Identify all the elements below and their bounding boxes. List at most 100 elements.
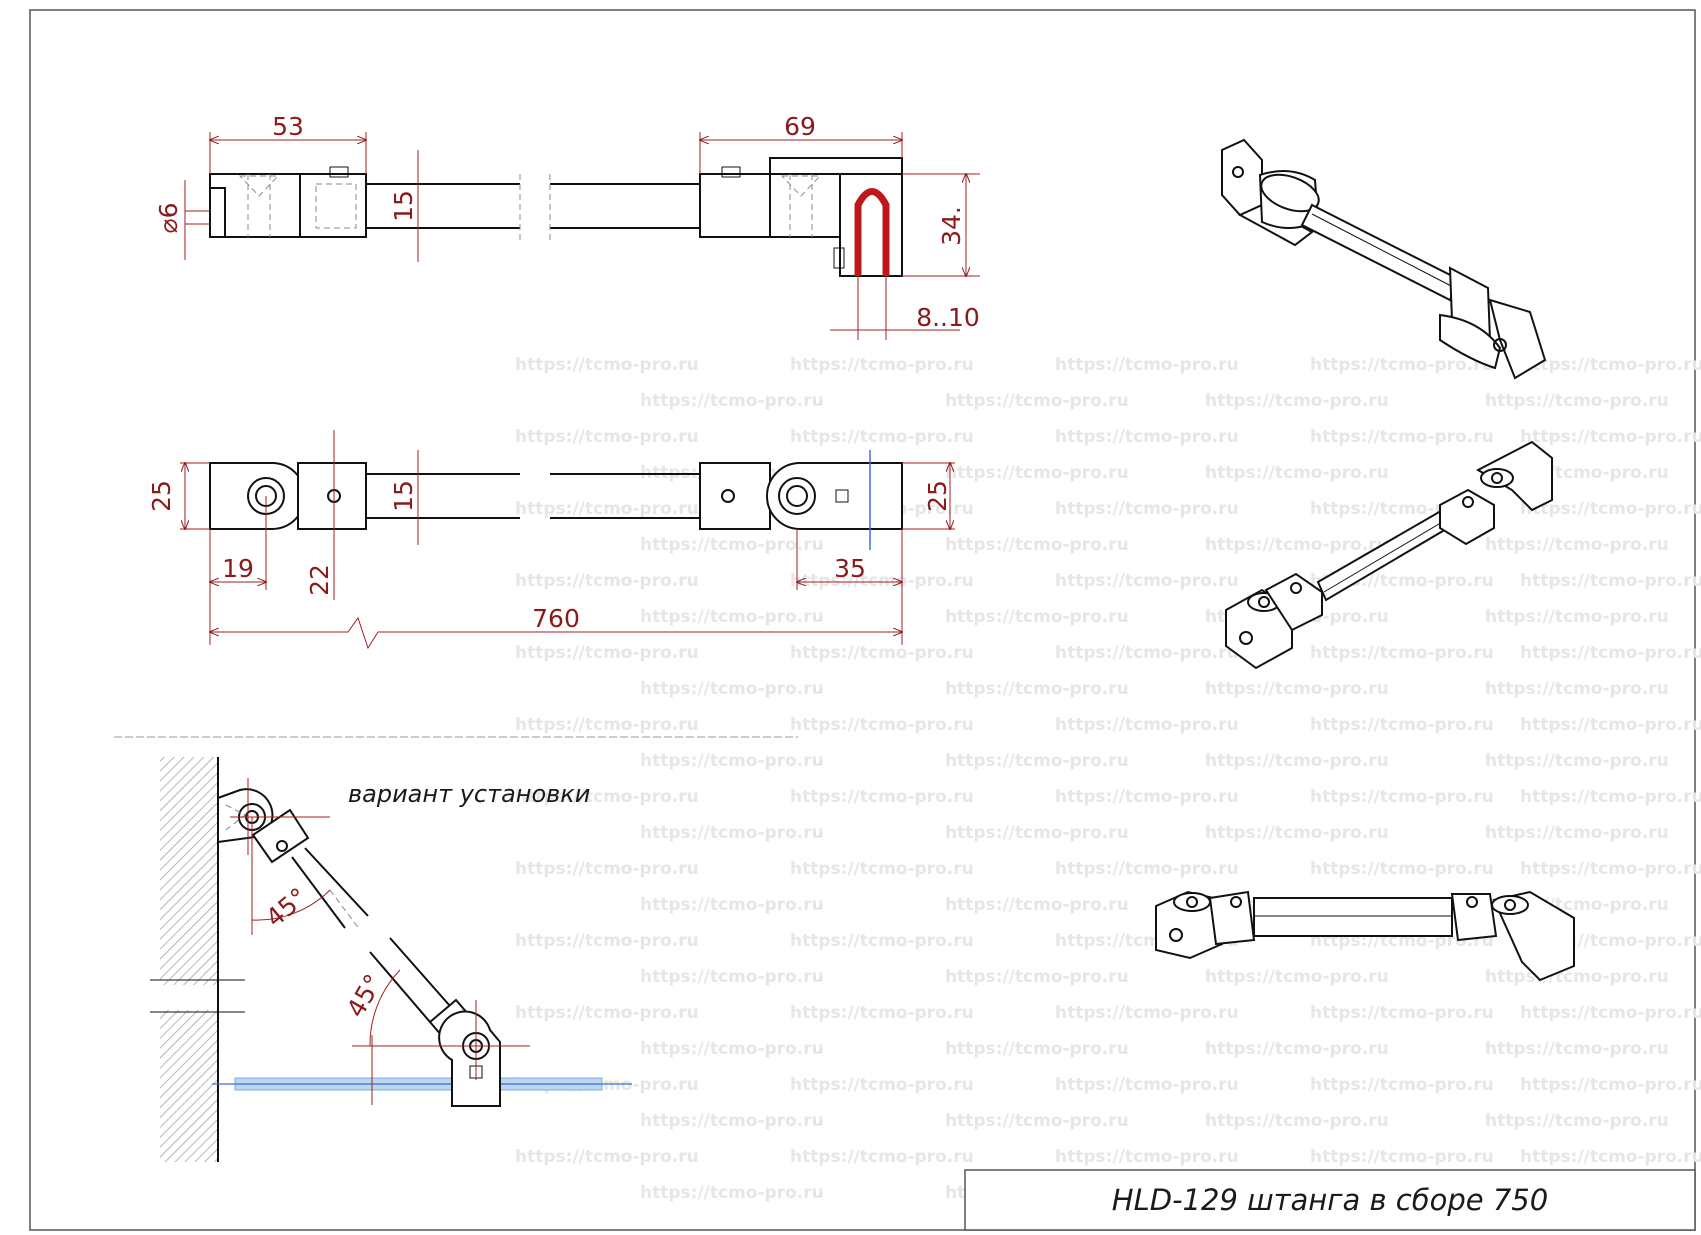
dim-25-left: 25 — [147, 480, 176, 512]
watermark-text: https://tcmo-pro.ru — [1520, 571, 1701, 591]
watermark-text: https://tcmo-pro.ru — [1520, 427, 1701, 447]
watermark-text: https://tcmo-pro.ru — [640, 895, 824, 915]
watermark-text: https://tcmo-pro.ru — [945, 679, 1129, 699]
sheet-border — [29, 9, 1696, 1231]
watermark-text: https://tcmo-pro.ru — [1485, 967, 1669, 987]
watermark-text: https://tcmo-pro.ru — [1520, 499, 1701, 519]
watermark-text: https://tcmo-pro.ru — [515, 427, 699, 447]
watermark-text: https://tcmo-pro.ru — [1310, 1003, 1494, 1023]
dim-25-right: 25 — [923, 480, 952, 512]
isometric-view-2 — [1225, 440, 1553, 670]
title-block: HLD-129 штанга в сборе 750 — [964, 1169, 1696, 1231]
watermark-text: https://tcmo-pro.ru — [640, 1039, 824, 1059]
watermark-text: https://tcmo-pro.ru — [945, 823, 1129, 843]
watermark-text: https://tcmo-pro.ru — [790, 643, 974, 663]
watermark-text: https://tcmo-pro.ru — [640, 823, 824, 843]
watermark-text: https://tcmo-pro.ru — [1310, 859, 1494, 879]
watermark-text: https://tcmo-pro.ru — [1205, 391, 1389, 411]
watermark-text: https://tcmo-pro.ru — [1055, 571, 1239, 591]
watermark-text: https://tcmo-pro.ru — [1485, 1111, 1669, 1131]
watermark-text: https://tcmo-pro.ru — [1310, 355, 1494, 375]
watermark-text: https://tcmo-pro.ru — [790, 715, 974, 735]
watermark-text: https://tcmo-pro.ru — [1055, 859, 1239, 879]
dim-69: 69 — [784, 112, 816, 141]
watermark-text: https://tcmo-pro.ru — [1310, 1075, 1494, 1095]
watermark-text: https://tcmo-pro.ru — [1485, 1039, 1669, 1059]
dim-34: 34. — [937, 206, 966, 246]
watermark-text: https://tcmo-pro.ru — [1310, 715, 1494, 735]
top-view: 53 69 ⌀6 15 34. 8..10 — [154, 112, 980, 340]
dim-8-10: 8..10 — [916, 303, 980, 332]
watermark-text: https://tcmo-pro.ru — [515, 1003, 699, 1023]
watermark-text: https://tcmo-pro.ru — [790, 1075, 974, 1095]
angle-upper: 45° — [260, 882, 313, 933]
watermark-text: https://tcmo-pro.ru — [790, 787, 974, 807]
watermark-text: https://tcmo-pro.ru — [1520, 355, 1701, 375]
watermark-text: https://tcmo-pro.ru — [1520, 643, 1701, 663]
watermark-text: https://tcmo-pro.ru — [1485, 679, 1669, 699]
watermark-text: https://tcmo-pro.ru — [515, 787, 699, 807]
dim-15-top: 15 — [389, 190, 418, 222]
watermark-text: https://tcmo-pro.ru — [515, 715, 699, 735]
watermark-text: https://tcmo-pro.ru — [1520, 1075, 1701, 1095]
watermark-text: https://tcmo-pro.ru — [1055, 787, 1239, 807]
watermark-text: https://tcmo-pro.ru — [790, 355, 974, 375]
watermark-text: https://tcmo-pro.ru — [1055, 1003, 1239, 1023]
watermark-text: https://tcmo-pro.ru — [515, 931, 699, 951]
dim-phi6: ⌀6 — [154, 203, 183, 234]
watermark-text: https://tcmo-pro.ru — [640, 967, 824, 987]
watermark-text: https://tcmo-pro.ru — [790, 931, 974, 951]
installation-variant: вариант установки — [150, 757, 632, 1162]
watermark-text: https://tcmo-pro.ru — [640, 607, 824, 627]
install-label: вариант установки — [348, 780, 590, 808]
watermark-text: https://tcmo-pro.ru — [945, 895, 1129, 915]
watermark-text: https://tcmo-pro.ru — [1520, 1003, 1701, 1023]
watermark-text: https://tcmo-pro.ru — [1310, 787, 1494, 807]
watermark-text: https://tcmo-pro.ru — [1205, 823, 1389, 843]
watermark-text: https://tcmo-pro.ru — [1205, 463, 1389, 483]
watermark-text: https://tcmo-pro.ru — [1055, 1147, 1239, 1167]
watermark-text: https://tcmo-pro.ru — [640, 535, 824, 555]
watermark-text: https://tcmo-pro.ru — [945, 1111, 1129, 1131]
watermark-text: https://tcmo-pro.ru — [1205, 1039, 1389, 1059]
watermark-text: https://tcmo-pro.ru — [945, 751, 1129, 771]
dim-35: 35 — [834, 554, 866, 583]
isometric-view-1 — [1221, 138, 1547, 380]
watermark-text: https://tcmo-pro.ru — [640, 679, 824, 699]
watermark-text: https://tcmo-pro.ru — [790, 1003, 974, 1023]
watermark-text: https://tcmo-pro.ru — [945, 535, 1129, 555]
watermark-text: https://tcmo-pro.ru — [790, 859, 974, 879]
watermark-text: https://tcmo-pro.ru — [1205, 535, 1389, 555]
watermark-text: https://tcmo-pro.ru — [1205, 679, 1389, 699]
watermark-text: https://tcmo-pro.ru — [1055, 715, 1239, 735]
watermark-text: https://tcmo-pro.ru — [640, 1111, 824, 1131]
watermark-text: https://tcmo-pro.ru — [1485, 607, 1669, 627]
watermark-text: https://tcmo-pro.ru — [515, 355, 699, 375]
watermark-text: https://tcmo-pro.ru — [1205, 1111, 1389, 1131]
watermark-text: https://tcmo-pro.ru — [1520, 715, 1701, 735]
dim-15-mid: 15 — [389, 480, 418, 512]
watermark-text: https://tcmo-pro.ru — [945, 463, 1129, 483]
dim-19: 19 — [222, 554, 254, 583]
angle-lower: 45° — [341, 969, 388, 1022]
watermark-text: https://tcmo-pro.ru — [790, 1147, 974, 1167]
watermark-text: https://tcmo-pro.ru — [1055, 1075, 1239, 1095]
dim-22: 22 — [305, 564, 334, 596]
watermark-text: https://tcmo-pro.ru — [1055, 427, 1239, 447]
drawing-title: HLD-129 штанга в сборе 750 — [1112, 1183, 1548, 1217]
watermark-text: https://tcmo-pro.ru — [515, 571, 699, 591]
watermark-text: https://tcmo-pro.ru — [1485, 391, 1669, 411]
watermark-text: https://tcmo-pro.ru — [640, 1183, 824, 1203]
front-view: 25 15 25 19 22 35 760 — [147, 430, 955, 650]
dim-53: 53 — [272, 112, 304, 141]
watermark-text: https://tcmo-pro.ru — [515, 499, 699, 519]
watermark-text: https://tcmo-pro.ru — [1055, 499, 1239, 519]
dim-760: 760 — [532, 604, 580, 633]
watermark-text: https://tcmo-pro.ru — [945, 607, 1129, 627]
watermark-text: https://tcmo-pro.ru — [640, 751, 824, 771]
watermark-text: https://tcmo-pro.ru — [1520, 859, 1701, 879]
isometric-view-3 — [1155, 890, 1575, 982]
watermark-text: https://tcmo-pro.ru — [790, 571, 974, 591]
watermark-text: https://tcmo-pro.ru — [1310, 643, 1494, 663]
watermark-text: https://tcmo-pro.ru — [1520, 1147, 1701, 1167]
